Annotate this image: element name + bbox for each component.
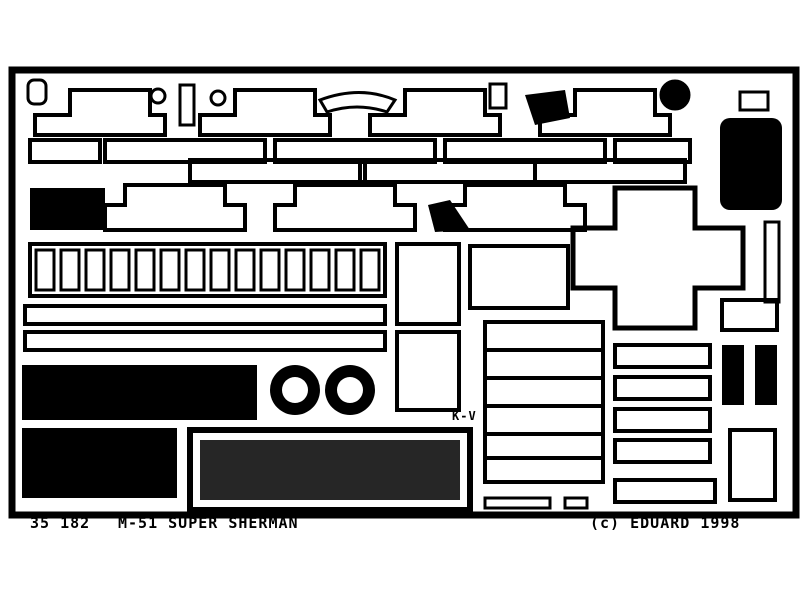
catalog-number: 35 182 — [30, 514, 90, 532]
fret-frame — [8, 66, 800, 519]
cross-plate-part — [570, 185, 746, 331]
side-solid-parts — [722, 345, 777, 405]
louvre-slat — [359, 248, 381, 292]
long-strip-11 — [23, 330, 387, 352]
mesh-screen-frame — [187, 427, 473, 513]
model-name: M-51 SUPER SHERMAN — [118, 514, 299, 532]
copyright-text: (c) EDUARD 1998 — [590, 514, 740, 532]
louvre-row — [28, 242, 387, 298]
louvre-slat — [184, 248, 206, 292]
mid-bracket-row — [103, 183, 587, 232]
solid-plate-upper — [22, 365, 257, 420]
louvre-slat — [334, 248, 356, 292]
small-strip-16 — [563, 496, 589, 510]
mesh-part-23-top — [525, 90, 570, 125]
louvre-slat — [259, 248, 281, 292]
louvre-slat — [309, 248, 331, 292]
long-strip-10 — [23, 304, 387, 326]
fender-strip-row — [28, 138, 692, 184]
hinge-part-33 — [728, 428, 777, 502]
large-solid-panel-27 — [720, 118, 782, 210]
louvre-slat — [159, 248, 181, 292]
top-bracket-row — [33, 88, 672, 137]
louvre-slat — [59, 248, 81, 292]
clamp-parts — [613, 298, 779, 504]
louvre-slat — [34, 248, 56, 292]
small-strip-15 — [483, 496, 552, 510]
louvre-slat — [234, 248, 256, 292]
louvre-slat — [84, 248, 106, 292]
solid-plate-lower — [22, 428, 177, 498]
mesh-screen — [200, 440, 460, 500]
thin-rail-part-28 — [763, 220, 781, 304]
louvre-slat — [209, 248, 231, 292]
slat-ladder — [483, 320, 605, 484]
louvre-slat — [134, 248, 156, 292]
road-wheel-discs — [270, 365, 375, 415]
mesh-part-22 — [428, 200, 470, 232]
panel-group — [395, 242, 570, 412]
louvre-slat — [109, 248, 131, 292]
kv-label: K-V — [452, 409, 477, 423]
grille-part-5 — [30, 188, 105, 230]
small-top-parts — [26, 78, 770, 127]
louvre-slat — [284, 248, 306, 292]
